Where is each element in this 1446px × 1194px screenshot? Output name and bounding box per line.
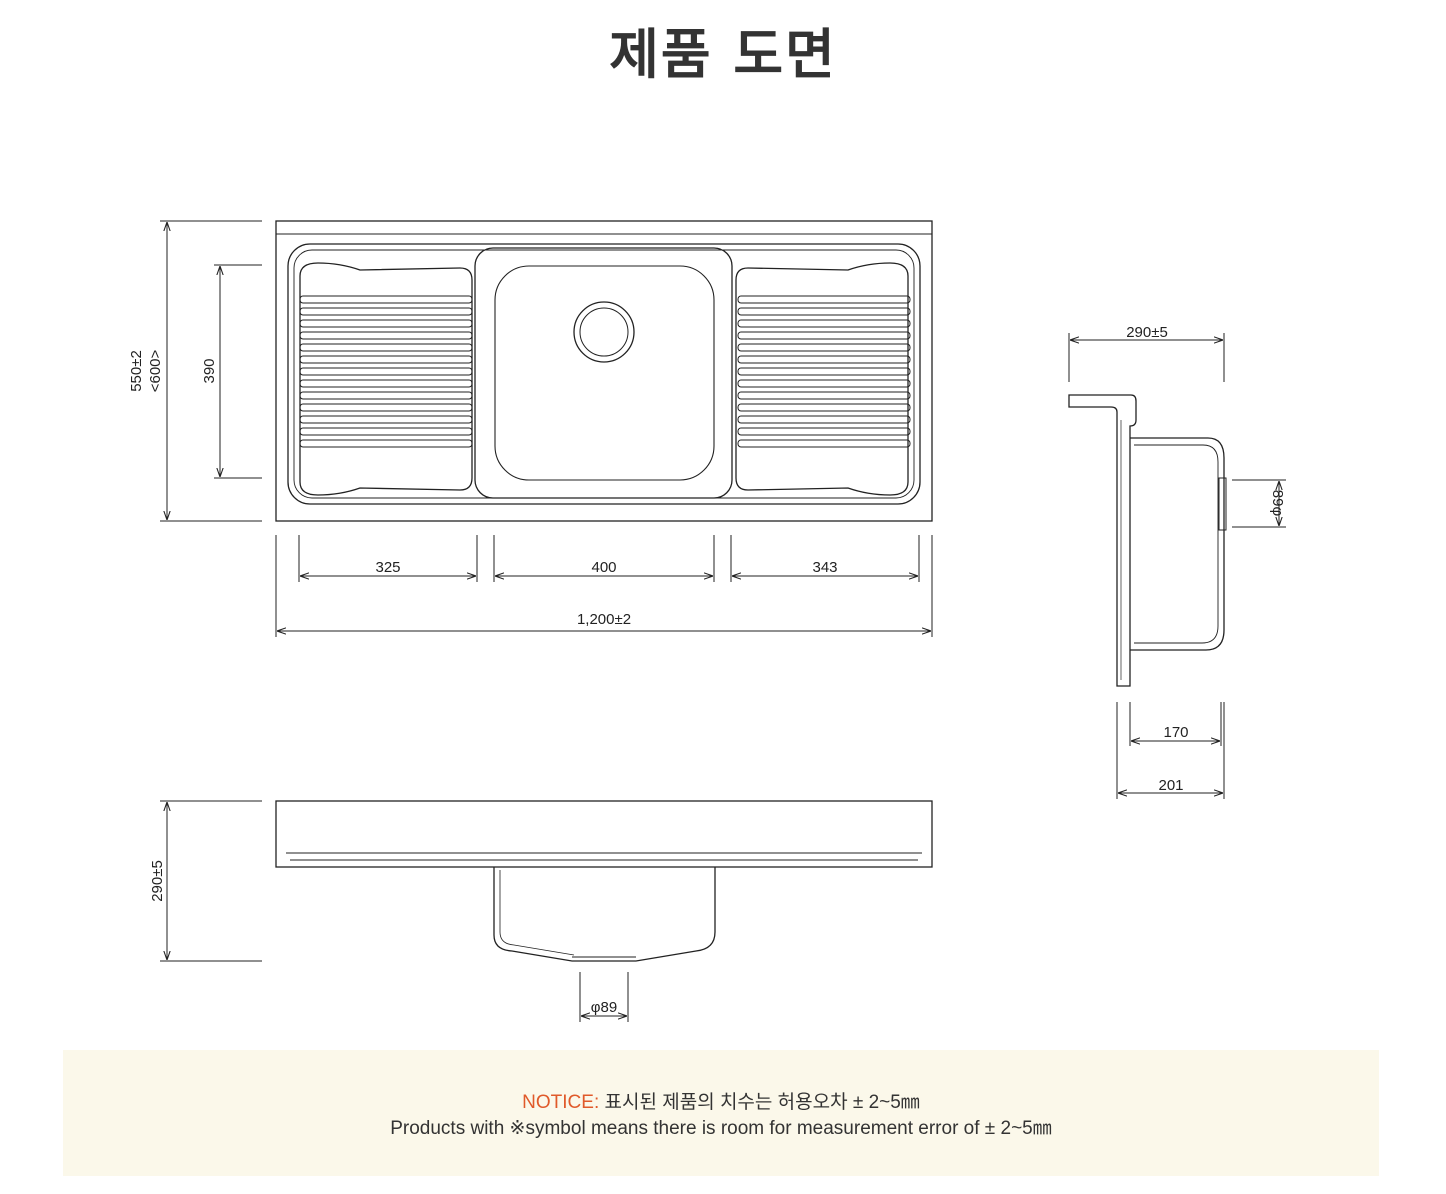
notice-korean-text: 표시된 제품의 치수는 허용오차 ± 2~5㎜: [599, 1092, 920, 1113]
drainer-rib: [737, 367, 911, 376]
drainer-rib: [299, 331, 473, 340]
dim-right-drainer: 343: [812, 559, 837, 576]
drainer-rib: [737, 403, 911, 412]
drainer-rib: [737, 427, 911, 436]
top-view: [275, 220, 933, 522]
bowl-outer: [474, 247, 733, 499]
dim-side-depth: 290±5: [1126, 324, 1168, 341]
front-view-dimensions: [160, 800, 629, 1022]
drainer-rib: [737, 391, 911, 400]
drainer-rib: [299, 403, 473, 412]
top-view-dimensions: [160, 220, 933, 637]
drainer-rib: [299, 307, 473, 316]
dim-height-outer-alt: <600>: [147, 349, 164, 392]
drainer-rib: [737, 307, 911, 316]
front-view: [275, 800, 933, 962]
drainer-rib: [299, 379, 473, 388]
notice-line-korean: NOTICE: 표시된 제품의 치수는 허용오차 ± 2~5㎜: [63, 1090, 1379, 1116]
dim-side-drain: 89φ: [1269, 490, 1286, 517]
drainer-rib: [299, 295, 473, 304]
dim-front-depth: 290±5: [149, 860, 166, 902]
drainer-rib: [299, 355, 473, 364]
drainer-rib: [299, 415, 473, 424]
drain-outer: [573, 301, 635, 363]
dim-bowl: 400: [591, 559, 616, 576]
drainer-rib: [299, 427, 473, 436]
notice-box: NOTICE: 표시된 제품의 치수는 허용오차 ± 2~5㎜ Products…: [63, 1050, 1379, 1176]
drainer-rib: [299, 343, 473, 352]
bowl-inner: [494, 265, 715, 481]
dim-height-outer: 550±2: [128, 350, 145, 392]
drain-inner: [579, 307, 629, 357]
dim-left-drainer: 325: [375, 559, 400, 576]
drainer-rib: [737, 379, 911, 388]
drainer-rib: [737, 319, 911, 328]
front-view-dimension-labels: 290±5 φ89: [149, 860, 617, 1016]
drainer-rib: [737, 439, 911, 448]
side-view-dimensions: [1068, 333, 1286, 799]
page-title: 제품 도면: [609, 23, 837, 86]
right-drainer-ribs: [737, 295, 911, 448]
right-drainer-outline: [735, 262, 909, 496]
drainer-rib: [737, 343, 911, 352]
drainer-rib: [737, 355, 911, 364]
left-drainer-outline: [299, 262, 473, 496]
drainer-rib: [737, 331, 911, 340]
dim-total-width: 1,200±2: [577, 611, 631, 628]
dim-side-total-width: 201: [1158, 777, 1183, 794]
notice-line-english: Products with ※symbol means there is roo…: [390, 1118, 1052, 1139]
drainer-rib: [299, 391, 473, 400]
top-view-dimension-labels: 550±2 <600> 390 325 400 343 1,200±2: [128, 349, 838, 628]
side-view-dimension-labels: 290±5 89φ 170 201: [1126, 324, 1286, 794]
drainer-rib: [299, 367, 473, 376]
left-drainer-ribs: [299, 295, 473, 448]
drainer-rib: [299, 319, 473, 328]
dim-height-inner: 390: [201, 358, 218, 383]
notice-label: NOTICE:: [522, 1092, 600, 1113]
drainer-rib: [737, 415, 911, 424]
dim-front-drain: φ89: [591, 999, 617, 1016]
dim-side-bowl-width: 170: [1163, 724, 1188, 741]
drainer-rib: [737, 295, 911, 304]
side-view: [1068, 394, 1227, 687]
drainer-rib: [299, 439, 473, 448]
